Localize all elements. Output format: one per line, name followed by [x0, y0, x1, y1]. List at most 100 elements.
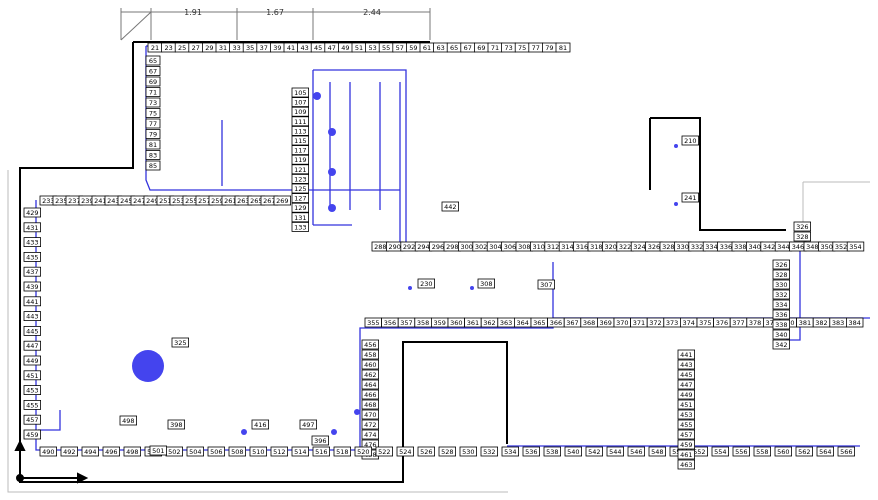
- node-label[interactable]: 79: [542, 42, 557, 53]
- node-label[interactable]: 354: [846, 241, 865, 252]
- node-label[interactable]: 435: [23, 251, 42, 262]
- pipe-node[interactable]: [354, 409, 360, 415]
- node-label[interactable]: 514: [291, 446, 310, 457]
- node-label[interactable]: 53: [365, 42, 381, 53]
- node-label[interactable]: 429: [23, 207, 42, 218]
- node-label[interactable]: 518: [333, 446, 352, 457]
- node-label[interactable]: 536: [522, 446, 541, 457]
- node-label[interactable]: 534: [501, 446, 520, 457]
- node-label[interactable]: 121: [291, 164, 310, 175]
- node-label[interactable]: 115: [291, 135, 310, 146]
- node-label[interactable]: 107: [291, 97, 310, 107]
- node-label[interactable]: 512: [270, 446, 289, 457]
- node-label[interactable]: 524: [396, 446, 415, 457]
- node-label[interactable]: 49: [337, 42, 353, 53]
- node-label[interactable]: 308: [477, 278, 496, 289]
- node-label[interactable]: 447: [23, 340, 42, 351]
- node-label[interactable]: 29: [201, 42, 217, 53]
- pipe-node[interactable]: [328, 168, 336, 176]
- node-label[interactable]: 336: [772, 309, 791, 320]
- node-label[interactable]: 453: [677, 409, 696, 420]
- node-label[interactable]: 357: [397, 317, 416, 328]
- pipe-node[interactable]: [674, 144, 678, 148]
- node-label[interactable]: 367: [563, 317, 582, 328]
- node-label[interactable]: 43: [297, 42, 313, 53]
- node-label[interactable]: 39: [269, 42, 285, 53]
- node-label[interactable]: 41: [283, 42, 299, 53]
- node-label[interactable]: 307: [537, 279, 556, 290]
- node-label[interactable]: 369: [597, 317, 615, 328]
- node-label[interactable]: 540: [564, 446, 583, 457]
- node-label[interactable]: 51: [351, 42, 367, 53]
- node-label[interactable]: 468: [361, 399, 380, 410]
- node-label[interactable]: 459: [23, 429, 42, 440]
- node-label[interactable]: 23: [161, 42, 177, 53]
- node-label[interactable]: 562: [795, 446, 814, 457]
- node-label[interactable]: 381: [796, 317, 814, 328]
- node-label[interactable]: 55: [378, 42, 394, 53]
- node-label[interactable]: 75: [514, 42, 530, 53]
- node-label[interactable]: 370: [613, 317, 632, 328]
- node-label[interactable]: 77: [528, 42, 544, 53]
- node-label[interactable]: 328: [793, 231, 812, 242]
- node-label[interactable]: 449: [23, 355, 42, 366]
- node-label[interactable]: 528: [438, 446, 457, 457]
- node-label[interactable]: 374: [680, 317, 698, 328]
- node-label[interactable]: 442: [441, 201, 460, 212]
- node-label[interactable]: 447: [677, 379, 696, 390]
- node-label[interactable]: 504: [186, 446, 205, 457]
- node-label[interactable]: 65: [145, 55, 161, 66]
- node-label[interactable]: 416: [251, 419, 270, 430]
- node-label[interactable]: 546: [627, 446, 646, 457]
- node-label[interactable]: 474: [361, 429, 380, 440]
- node-label[interactable]: 79: [145, 129, 161, 139]
- node-label[interactable]: 363: [497, 317, 515, 328]
- node-label[interactable]: 105: [291, 87, 310, 98]
- node-label[interactable]: 457: [677, 429, 696, 440]
- node-label[interactable]: 338: [772, 319, 791, 330]
- node-label[interactable]: 538: [543, 446, 562, 457]
- node-label[interactable]: 364: [514, 317, 532, 328]
- node-label[interactable]: 398: [167, 419, 186, 430]
- node-label[interactable]: 382: [812, 317, 831, 328]
- node-label[interactable]: 526: [417, 446, 436, 457]
- node-label[interactable]: 131: [291, 212, 310, 223]
- node-label[interactable]: 125: [291, 183, 310, 194]
- node-label[interactable]: 449: [677, 389, 696, 400]
- node-label[interactable]: 83: [145, 150, 161, 160]
- node-label[interactable]: 342: [772, 339, 791, 350]
- node-label[interactable]: 325: [171, 337, 190, 348]
- node-label[interactable]: 542: [585, 446, 604, 457]
- node-label[interactable]: 371: [630, 317, 648, 328]
- node-label[interactable]: 359: [430, 317, 449, 328]
- node-label[interactable]: 113: [291, 126, 310, 136]
- node-label[interactable]: 69: [145, 76, 161, 87]
- node-label[interactable]: 25: [174, 42, 190, 53]
- node-label[interactable]: 453: [23, 385, 42, 396]
- node-label[interactable]: 496: [102, 446, 121, 457]
- node-label[interactable]: 457: [23, 414, 42, 425]
- node-label[interactable]: 67: [460, 42, 476, 53]
- node-label[interactable]: 109: [291, 106, 310, 117]
- node-label[interactable]: 433: [23, 237, 42, 248]
- node-label[interactable]: 554: [711, 446, 730, 457]
- node-label[interactable]: 544: [606, 446, 625, 457]
- node-label[interactable]: 522: [375, 446, 394, 457]
- node-label[interactable]: 75: [145, 108, 161, 118]
- node-label[interactable]: 73: [145, 97, 161, 108]
- node-label[interactable]: 443: [23, 311, 42, 322]
- node-label[interactable]: 466: [361, 389, 380, 400]
- node-label[interactable]: 506: [207, 446, 226, 457]
- node-label[interactable]: 455: [23, 399, 42, 410]
- node-label[interactable]: 340: [772, 329, 791, 340]
- node-label[interactable]: 77: [145, 118, 161, 129]
- node-label[interactable]: 47: [324, 42, 340, 53]
- node-label[interactable]: 510: [249, 446, 268, 457]
- node-label[interactable]: 117: [291, 145, 310, 156]
- node-label[interactable]: 360: [447, 317, 466, 328]
- node-label[interactable]: 451: [677, 399, 696, 410]
- pipe-node[interactable]: [408, 286, 412, 290]
- pipe-node[interactable]: [674, 202, 678, 206]
- node-label[interactable]: 502: [165, 446, 184, 457]
- node-label[interactable]: 441: [23, 296, 42, 307]
